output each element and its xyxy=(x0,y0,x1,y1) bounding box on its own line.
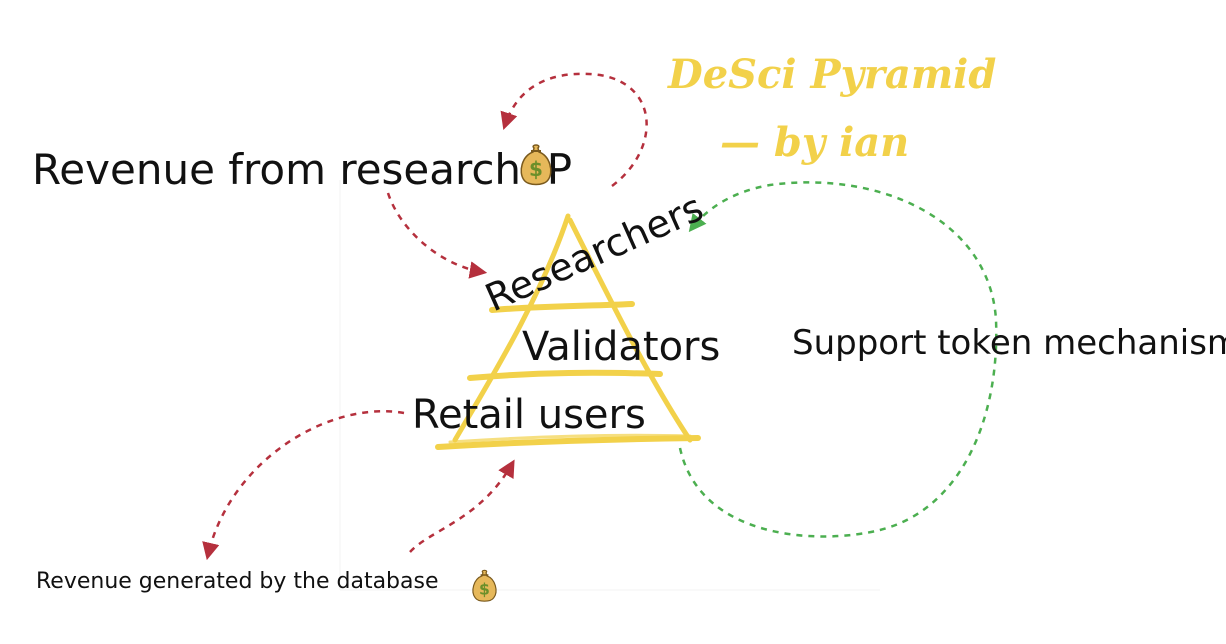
researchers-label: Researchers xyxy=(479,185,710,320)
arrow-support-token-loop xyxy=(678,181,998,538)
arrow-researchers-to-revenue-ip xyxy=(500,72,648,187)
revenue-research-ip-label: Revenue from research IP xyxy=(32,145,572,194)
pyramid-left-edge xyxy=(452,213,571,443)
red-arrows xyxy=(202,72,648,561)
pyramid-tier-line-middle xyxy=(467,369,663,381)
title-line-1: DeSci Pyramid xyxy=(667,51,996,98)
pyramid-tier-line-top xyxy=(489,301,635,313)
retail-users-label: Retail users xyxy=(412,392,646,438)
revenue-database-label: Revenue generated by the database xyxy=(36,569,439,594)
money-bag-icon xyxy=(472,569,497,602)
pyramid-base-line xyxy=(435,435,701,450)
arrow-revenue-ip-to-researchers xyxy=(386,192,488,279)
validators-label: Validators xyxy=(522,324,720,370)
pyramid-right-edge xyxy=(567,217,693,443)
title-line-2: — by ian xyxy=(720,119,909,166)
arrow-revenue-database-to-retail xyxy=(409,459,515,553)
pyramid xyxy=(435,213,701,450)
pyramid-brush-base-2 xyxy=(448,433,692,444)
arrow-retail-to-revenue-database xyxy=(202,410,405,561)
support-token-mechanism-label: Support token mechanism xyxy=(792,323,1226,363)
